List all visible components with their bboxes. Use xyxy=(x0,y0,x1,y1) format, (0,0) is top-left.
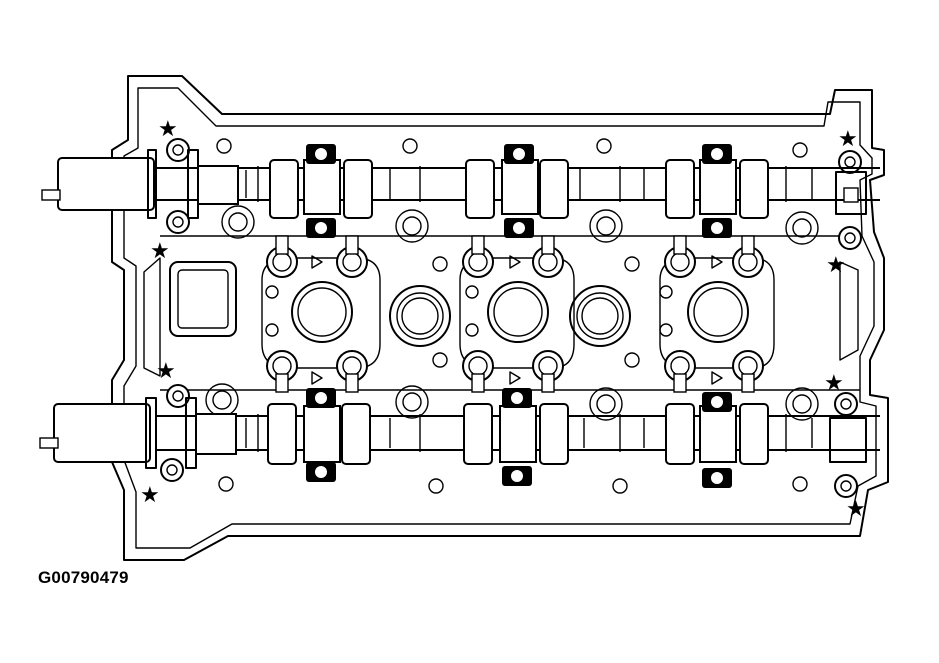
star-marker: ★ xyxy=(826,253,846,278)
star-markers: ★ ★ ★ ★ ★ ★ ★ ★ xyxy=(140,117,866,522)
spark-plug-wells xyxy=(261,256,775,369)
star-marker: ★ xyxy=(838,127,858,152)
star-marker: ★ xyxy=(824,371,844,396)
upper-camshaft xyxy=(41,144,880,238)
figure-id-label: G00790479 xyxy=(38,568,129,587)
lower-camshaft xyxy=(39,388,880,488)
star-marker: ★ xyxy=(846,497,866,522)
star-marker: ★ xyxy=(156,359,176,384)
star-marker: ★ xyxy=(140,483,160,508)
star-marker: ★ xyxy=(150,239,170,264)
left-port xyxy=(169,261,237,337)
star-marker: ★ xyxy=(158,117,178,142)
valve-springs xyxy=(266,235,764,393)
